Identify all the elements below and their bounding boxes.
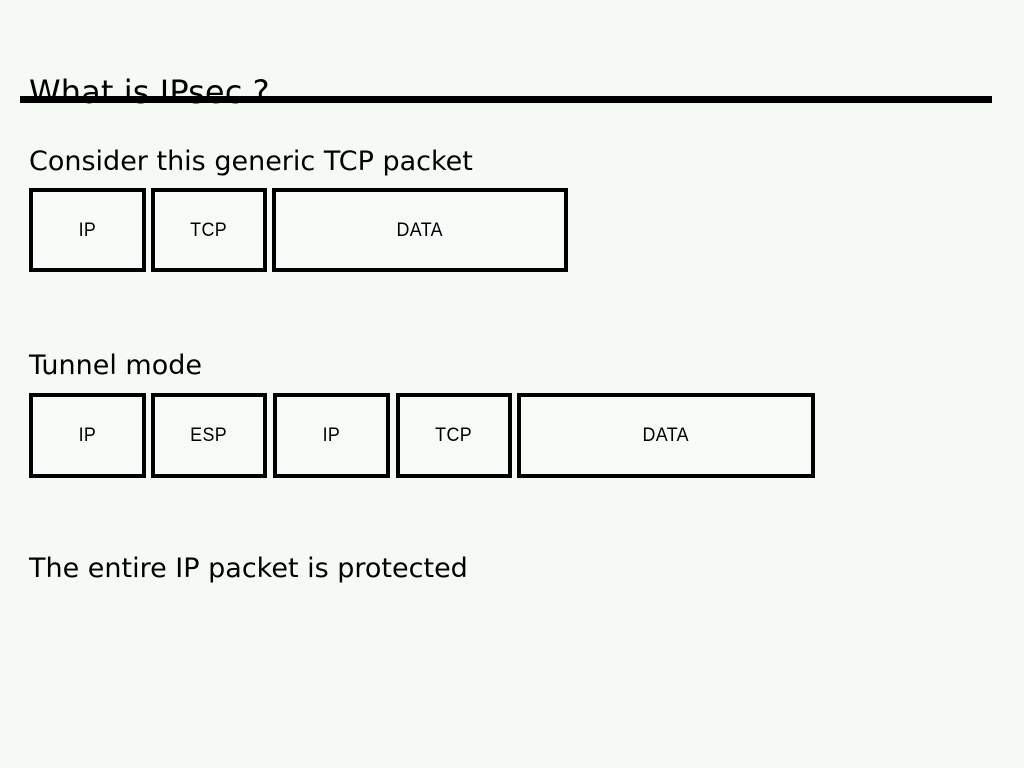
- tunnel-packet-field: DATA: [517, 393, 815, 478]
- generic-packet-caption: Consider this generic TCP packet: [29, 146, 473, 177]
- tunnel-packet-field-label: DATA: [642, 425, 690, 446]
- tunnel-packet-field-label: IP: [78, 425, 97, 446]
- generic-packet-field: DATA: [272, 188, 568, 272]
- generic-packet-field: TCP: [151, 188, 267, 272]
- footer-note: The entire IP packet is protected: [29, 553, 468, 584]
- tunnel-packet-field: TCP: [396, 393, 512, 478]
- tunnel-packet-field: IP: [29, 393, 146, 478]
- generic-packet-field-label: TCP: [190, 219, 228, 241]
- tunnel-packet-field-label: TCP: [435, 425, 473, 446]
- title-underline-rule: [20, 96, 992, 103]
- generic-packet-field: IP: [29, 188, 146, 272]
- tunnel-packet-field: IP: [273, 393, 390, 478]
- generic-packet-field-label: IP: [78, 219, 97, 241]
- tunnel-packet-field-label: IP: [322, 425, 341, 446]
- tunnel-mode-caption: Tunnel mode: [29, 350, 202, 381]
- tunnel-packet-field-label: ESP: [190, 425, 228, 446]
- page-title: What is IPsec ?: [29, 73, 270, 112]
- tunnel-packet-field: ESP: [151, 393, 267, 478]
- generic-packet-field-label: DATA: [396, 219, 444, 241]
